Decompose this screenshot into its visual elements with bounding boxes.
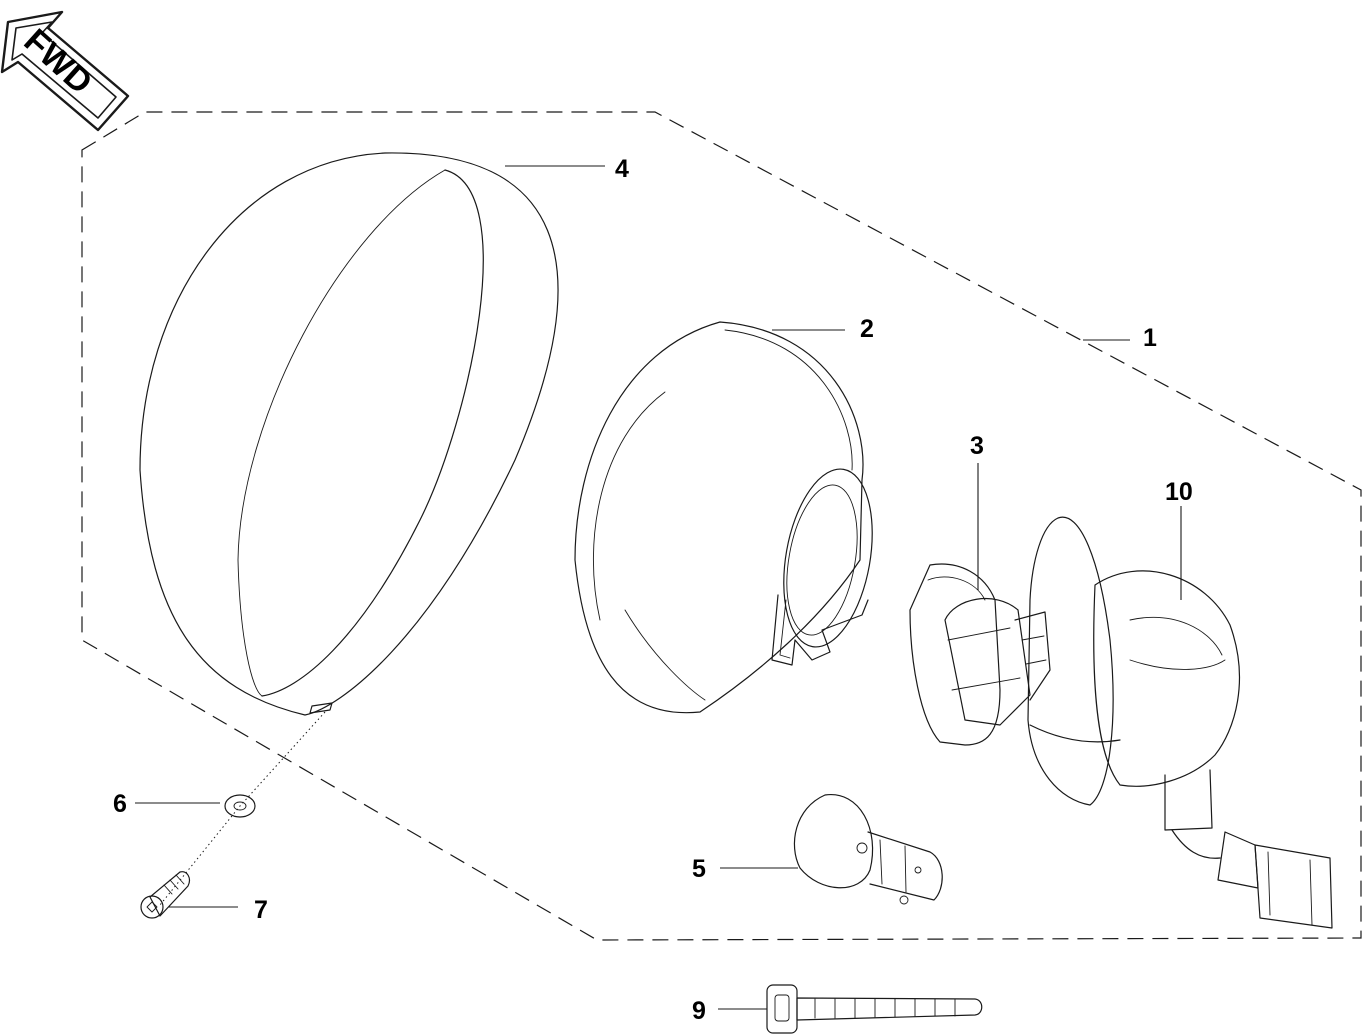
cable-tie bbox=[766, 984, 983, 1034]
light-bulb bbox=[793, 794, 943, 905]
fwd-arrow-icon: FWD bbox=[0, 10, 130, 132]
callout-9: 9 bbox=[692, 997, 706, 1025]
fwd-label: FWD bbox=[17, 22, 100, 102]
callout-3: 3 bbox=[970, 432, 984, 460]
screw bbox=[140, 871, 191, 919]
callout-2: 2 bbox=[860, 315, 874, 343]
washer bbox=[224, 794, 256, 818]
reflector-bowl bbox=[574, 321, 873, 714]
headlight-shell bbox=[139, 152, 559, 716]
callout-1: 1 bbox=[1143, 324, 1157, 352]
rear-housing-with-harness bbox=[1027, 516, 1333, 929]
callout-10: 10 bbox=[1165, 478, 1193, 506]
assembly-axis-line bbox=[159, 711, 326, 906]
callout-5: 5 bbox=[692, 855, 706, 883]
callout-6: 6 bbox=[113, 790, 127, 818]
callout-7: 7 bbox=[254, 896, 268, 924]
callout-4: 4 bbox=[615, 155, 629, 183]
kit-boundary-outline bbox=[81, 111, 1362, 941]
